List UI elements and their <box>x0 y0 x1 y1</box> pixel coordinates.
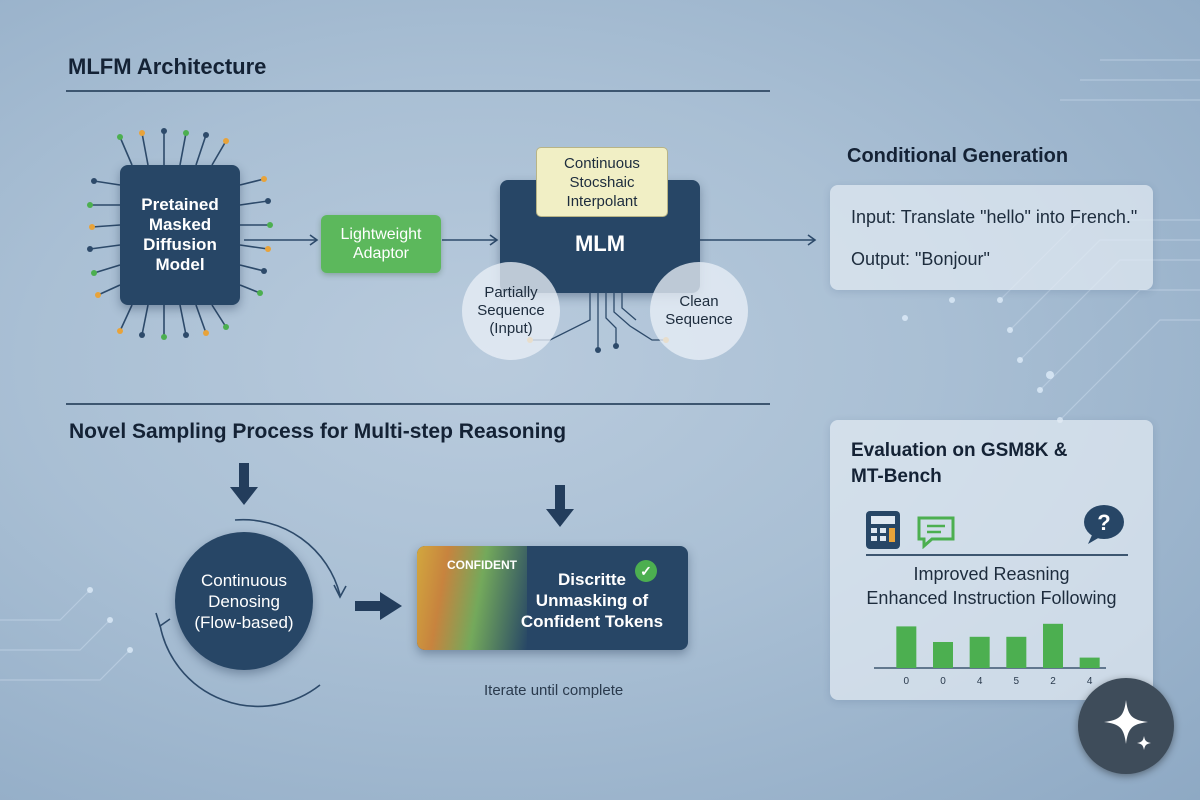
conditional-output: Output: "Bonjour" <box>851 249 990 269</box>
evaluation-divider <box>866 554 1128 556</box>
clean-sequence-bubble: Clean Sequence <box>650 262 748 360</box>
ai-assistant-button[interactable] <box>1078 678 1174 774</box>
question-icon: ? <box>1084 505 1124 544</box>
conditional-title: Conditional Generation <box>847 145 1069 167</box>
down-arrow-icon <box>546 485 574 527</box>
interpolant-label: Continuous Stocshaic Interpolant <box>564 154 640 210</box>
evaluation-line1: Improved Reasning <box>913 564 1070 584</box>
calculator-icon <box>866 511 900 549</box>
evaluation-line2: Enhanced Instruction Following <box>866 588 1117 608</box>
confident-gradient <box>417 546 527 650</box>
svg-text:?: ? <box>1097 510 1110 535</box>
chart-tick-label: 5 <box>1014 676 1020 687</box>
denoising-circle: Continuous Denosing (Flow-based) <box>175 532 313 670</box>
mlm-label: MLM <box>574 231 626 256</box>
unmasking-box: CONFIDENT Discritte Unmasking of Confide… <box>417 546 688 650</box>
confident-tag: CONFIDENT <box>447 558 517 572</box>
chart-bar <box>1079 657 1100 668</box>
clean-sequence-label: Clean Sequence <box>665 293 733 328</box>
chat-icon <box>917 516 955 549</box>
chart-tick-label: 0 <box>904 676 910 687</box>
chart-bar <box>1006 636 1027 668</box>
checkmark-icon: ✓ <box>635 560 657 582</box>
evaluation-bar-chart: 0 0 4 5 2 4 <box>874 623 1106 687</box>
down-arrow-icon <box>230 463 258 505</box>
partial-sequence-label: Partially Sequence (Input) <box>477 284 545 337</box>
chart-tick-label: 4 <box>977 676 983 687</box>
interpolant-box: Continuous Stocshaic Interpolant <box>536 147 668 217</box>
sampling-title: Novel Sampling Process for Multi-step Re… <box>69 420 567 443</box>
chip-pins-decoration <box>87 128 273 340</box>
chart-bar <box>896 626 917 668</box>
pretrained-model-label: Pretained Masked Diffusion Model <box>141 195 219 274</box>
architecture-divider <box>66 90 770 92</box>
chart-bar <box>969 636 990 668</box>
pretrained-model-box: Pretained Masked Diffusion Model <box>120 165 240 305</box>
partial-sequence-bubble: Partially Sequence (Input) <box>462 262 560 360</box>
chart-bar <box>1043 623 1063 668</box>
conditional-panel: Input: Translate "hello" into French." O… <box>830 185 1153 290</box>
chart-tick-label: 4 <box>1087 676 1093 687</box>
conditional-input: Input: Translate "hello" into French." <box>851 207 1138 227</box>
right-arrow-icon <box>355 592 402 620</box>
evaluation-panel: Evaluation on GSM8K & MT-Bench ? Improve… <box>830 420 1153 700</box>
sparkle-icon <box>1104 700 1151 750</box>
sampling-flow-graphics <box>155 463 574 708</box>
chart-tick-label: 0 <box>940 676 946 687</box>
architecture-arrows <box>244 234 817 246</box>
chart-tick-label: 2 <box>1050 676 1056 687</box>
adaptor-box: Lightweight Adaptor <box>321 215 441 273</box>
sampling-divider <box>66 403 770 405</box>
adaptor-label: Lightweight Adaptor <box>340 226 422 262</box>
architecture-title: MLFM Architecture <box>68 54 267 79</box>
unmasking-label: Discritte Unmasking of Confident Tokens <box>520 569 664 631</box>
iterate-label: Iterate until complete <box>484 682 624 699</box>
chart-bar <box>933 642 953 668</box>
denoising-label: Continuous Denosing (Flow-based) <box>194 570 294 632</box>
evaluation-title: Evaluation on GSM8K & MT-Bench <box>851 440 1068 487</box>
